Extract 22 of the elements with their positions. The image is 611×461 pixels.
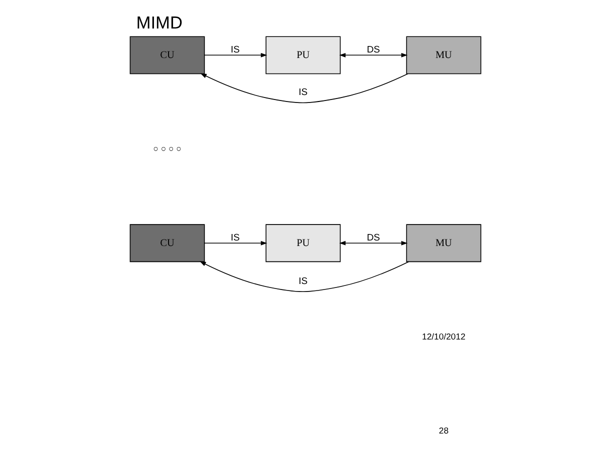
node-box: CU xyxy=(130,36,205,74)
node-box: CU xyxy=(130,224,205,262)
label: 12/10/2012 xyxy=(422,331,466,342)
diagram-title: MIMD xyxy=(136,12,183,32)
edge-label: IS xyxy=(298,87,308,98)
edge-label: IS xyxy=(230,44,240,56)
arrow xyxy=(204,240,268,246)
arrow xyxy=(339,240,408,246)
edge-label: IS xyxy=(230,232,240,244)
edge-label: IS xyxy=(298,276,308,287)
edge-label: DS xyxy=(366,44,380,56)
arrow xyxy=(204,52,268,58)
node-box: PU xyxy=(266,224,341,262)
arrow xyxy=(339,52,408,58)
node-box: MU xyxy=(406,36,482,74)
edge-label: DS xyxy=(366,232,380,244)
node-box: MU xyxy=(406,224,482,262)
arrow xyxy=(200,261,410,292)
label: ○ ○ ○ ○ xyxy=(153,143,182,154)
node-box: PU xyxy=(266,36,341,74)
label: 28 xyxy=(438,425,449,436)
arrow xyxy=(200,73,408,104)
